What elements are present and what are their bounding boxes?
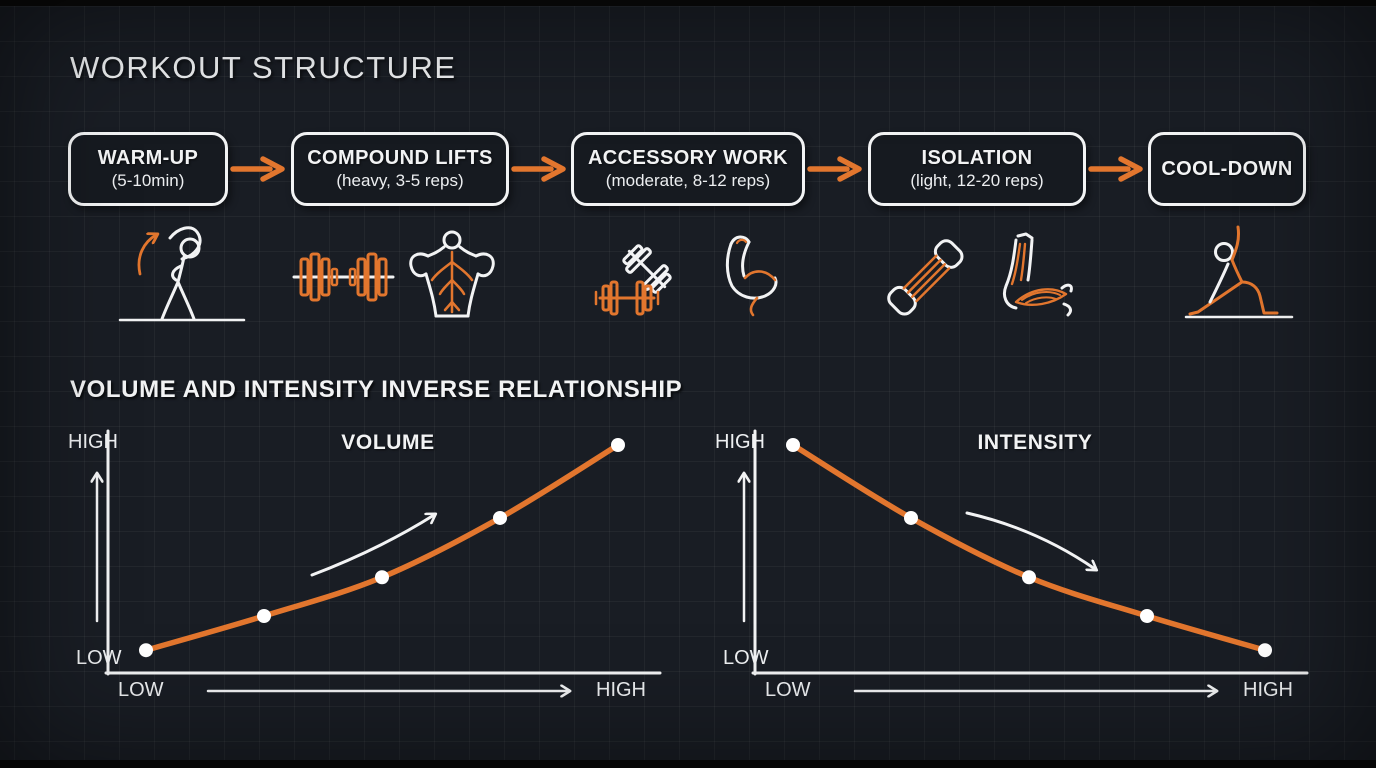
resistance-band-icon [887, 239, 964, 316]
page-title: WORKOUT STRUCTURE [70, 50, 457, 85]
data-point [611, 438, 625, 452]
flow-step-cool-down: COOL-DOWN [1148, 132, 1306, 206]
arm-muscle-anatomy-icon [1002, 232, 1073, 317]
flow-step-warm-up: WARM-UP (5-10min) [68, 132, 228, 206]
y-axis-low-label: LOW [723, 647, 769, 669]
step-title: WARM-UP [97, 147, 199, 170]
data-point [786, 438, 800, 452]
bottom-letterbox-bar [0, 760, 1376, 768]
top-letterbox-bar [0, 0, 1376, 6]
y-axis-high-label: HIGH [715, 431, 765, 453]
chart-title: VOLUME [341, 431, 435, 454]
x-axis-high-label: HIGH [596, 679, 646, 701]
trend-arrow-icon [965, 511, 1095, 569]
x-axis-low-label: LOW [765, 679, 811, 701]
chart-title: INTENSITY [977, 431, 1093, 454]
back-double-biceps-pose-icon [409, 230, 495, 318]
data-point [257, 609, 271, 623]
data-point [1258, 643, 1272, 658]
trend-arrow-icon [310, 515, 434, 577]
section-title: VOLUME AND INTENSITY INVERSE RELATIONSHI… [70, 376, 683, 403]
data-point [1022, 570, 1036, 585]
step-subtitle: (heavy, 3-5 reps) [336, 171, 464, 191]
flow-step-isolation: ISOLATION (light, 12-20 reps) [868, 132, 1086, 206]
step-subtitle: (light, 12-20 reps) [910, 171, 1044, 191]
volume-chart: VOLUME HIGH LOW LOW HIGH [68, 423, 688, 723]
y-axis-low-label: LOW [76, 647, 122, 669]
data-point [904, 510, 918, 525]
data-point [493, 510, 507, 525]
step-title: COMPOUND LIFTS [307, 147, 493, 170]
flow-step-compound-lifts: COMPOUND LIFTS (heavy, 3-5 reps) [291, 132, 509, 206]
data-line [143, 442, 621, 653]
intensity-chart: INTENSITY HIGH LOW LOW HIGH [715, 423, 1335, 723]
flow-step-accessory-work: ACCESSORY WORK (moderate, 8-12 reps) [571, 132, 805, 206]
crossed-dumbbells-icon [594, 244, 672, 316]
yoga-side-angle-pose-icon [1184, 225, 1294, 319]
flow-arrow-icon [230, 156, 285, 182]
flow-arrow-icon [1088, 156, 1143, 182]
x-axis-high-label: HIGH [1243, 679, 1293, 701]
data-line [790, 442, 1268, 653]
y-axis-high-label: HIGH [68, 431, 118, 453]
data-point [375, 570, 389, 585]
flow-arrow-icon [511, 156, 566, 182]
step-subtitle: (5-10min) [111, 171, 185, 191]
chart-plot-area [68, 429, 662, 723]
flow-arrow-icon [807, 156, 862, 182]
data-point [1140, 609, 1154, 623]
chart-plot-area [715, 429, 1309, 723]
step-subtitle: (moderate, 8-12 reps) [605, 171, 771, 191]
data-point [139, 643, 153, 658]
step-title: COOL-DOWN [1161, 157, 1293, 180]
step-title: ACCESSORY WORK [587, 147, 789, 170]
stretch-direction-arrow-icon [137, 235, 156, 276]
step-title: ISOLATION [921, 147, 1033, 170]
side-stretch-figure-icon [118, 226, 246, 322]
barbell-icon [292, 252, 395, 302]
flexed-bicep-icon [725, 235, 778, 317]
x-axis-low-label: LOW [118, 679, 164, 701]
